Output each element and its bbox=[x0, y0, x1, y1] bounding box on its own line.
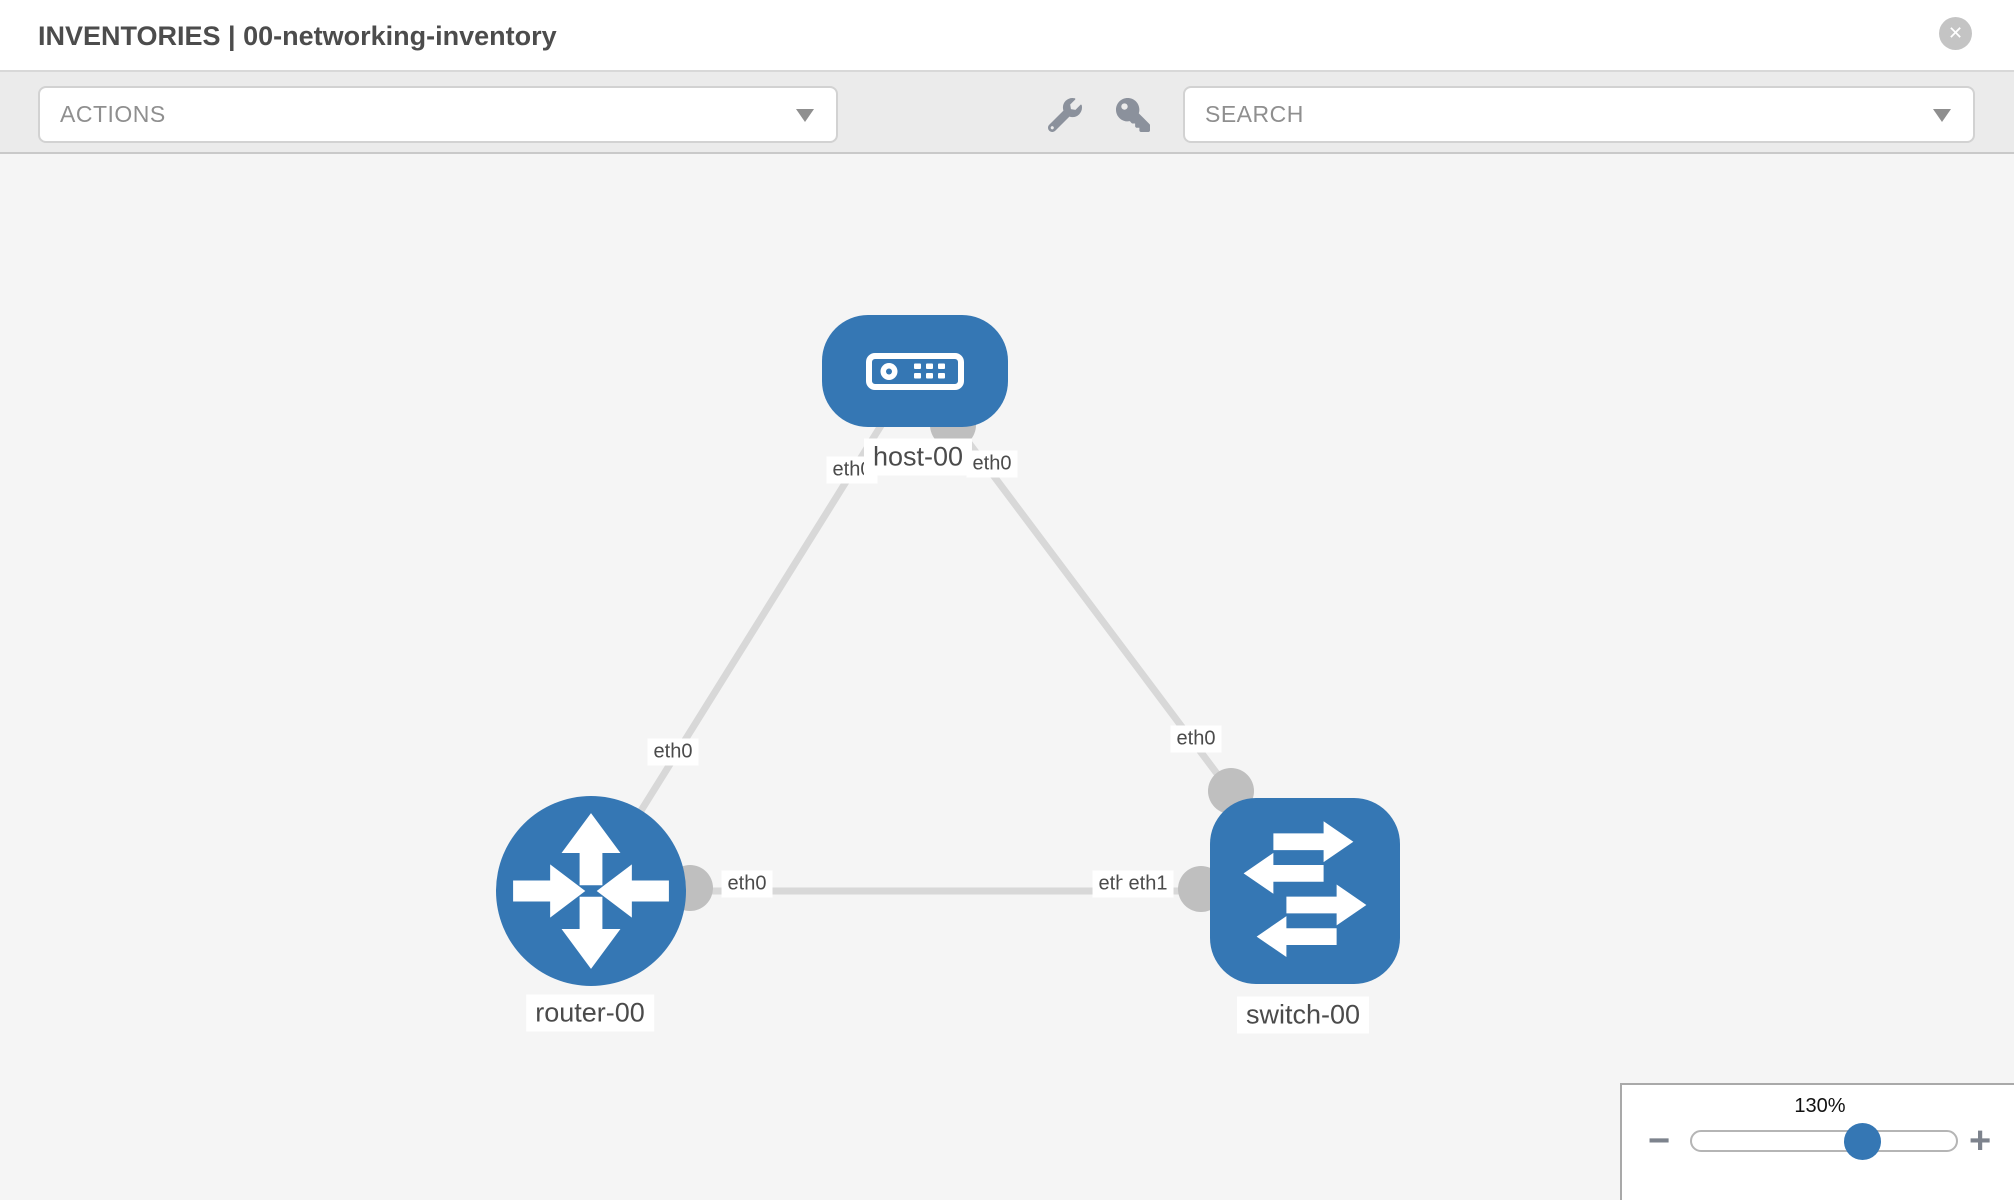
node-label-router-00: router-00 bbox=[526, 994, 654, 1032]
header: INVENTORIES | 00-networking-inventory ✕ bbox=[0, 0, 2014, 72]
interface-label: eth1 bbox=[1122, 870, 1174, 898]
host-icon bbox=[866, 353, 964, 390]
node-label-switch-00: switch-00 bbox=[1236, 996, 1370, 1034]
interface-label: eth0 bbox=[1170, 725, 1222, 753]
wrench-icon bbox=[1047, 98, 1082, 133]
interface-label: eth0 bbox=[966, 450, 1018, 478]
links-layer bbox=[588, 368, 1308, 912]
zoom-in-button[interactable]: + bbox=[1969, 1121, 1991, 1161]
node-label-host-00: host-00 bbox=[863, 438, 973, 476]
close-icon: ✕ bbox=[1947, 23, 1964, 43]
chevron-down-icon bbox=[1933, 108, 1951, 122]
page-title: INVENTORIES | 00-networking-inventory bbox=[38, 21, 557, 51]
node-switch-00[interactable] bbox=[1210, 798, 1400, 984]
zoom-percent-label: 130% bbox=[1794, 1095, 1846, 1117]
configure-button[interactable] bbox=[1047, 98, 1082, 133]
plus-icon: + bbox=[1969, 1120, 1992, 1162]
zoom-slider-track[interactable] bbox=[1690, 1130, 1958, 1152]
toolbar: ACTIONS SEARCH bbox=[0, 72, 2014, 154]
switch-icon bbox=[1243, 821, 1367, 958]
minus-icon: − bbox=[1648, 1120, 1671, 1162]
zoom-out-button[interactable]: − bbox=[1648, 1121, 1670, 1161]
key-icon bbox=[1116, 98, 1150, 132]
node-router-00[interactable] bbox=[496, 796, 686, 986]
interface-label: eth0 bbox=[647, 738, 699, 766]
search-placeholder: SEARCH bbox=[1205, 101, 1304, 127]
topology-canvas[interactable]: eth0 eth0 eth0 eth0 eth0 eth0 eth1 host-… bbox=[0, 154, 2014, 1200]
actions-dropdown-value: ACTIONS bbox=[60, 101, 166, 127]
search-input[interactable]: SEARCH bbox=[1183, 86, 1975, 143]
node-host-00[interactable] bbox=[822, 315, 1008, 427]
actions-dropdown[interactable]: ACTIONS bbox=[38, 86, 838, 143]
interface-label: eth0 bbox=[721, 870, 773, 898]
zoom-slider-handle[interactable] bbox=[1844, 1123, 1881, 1160]
zoom-widget: 130% − + bbox=[1620, 1083, 2014, 1200]
credentials-button[interactable] bbox=[1116, 98, 1150, 132]
chevron-down-icon bbox=[796, 108, 814, 122]
close-button[interactable]: ✕ bbox=[1939, 17, 1972, 50]
router-icon bbox=[513, 813, 669, 969]
